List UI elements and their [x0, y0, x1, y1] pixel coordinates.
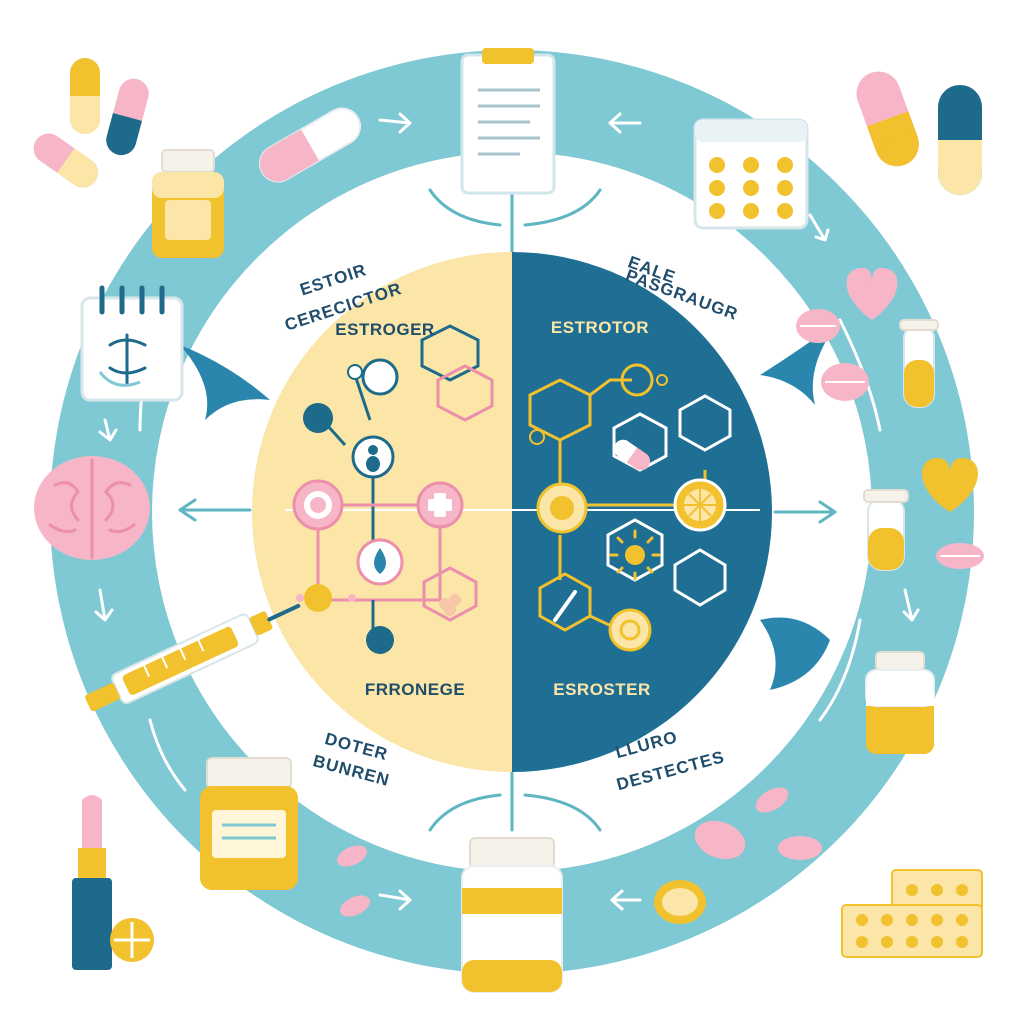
cycle-calendar-icon	[80, 285, 184, 402]
sun-icon	[536, 482, 588, 534]
coin-bottom-left	[110, 918, 154, 962]
pill-icon	[613, 439, 651, 471]
heart-yellow	[922, 458, 978, 512]
capsules-top-left	[33, 58, 149, 188]
capsules-top-right	[856, 71, 982, 195]
baby-icon	[351, 435, 395, 479]
pen-icon	[553, 590, 577, 622]
label-left-top: ESTROGER	[335, 320, 434, 339]
pill-bottle-icon	[461, 837, 563, 993]
target-icon	[292, 479, 344, 531]
right-half-progesterone	[512, 252, 772, 772]
test-tube-small	[863, 489, 909, 571]
tablet-pink-small	[936, 543, 984, 569]
capsule-large-top	[258, 107, 362, 183]
petals-bottom	[337, 787, 822, 917]
label-right-bottom: ESROSTER	[553, 680, 651, 699]
swoosh-left	[180, 345, 270, 420]
citrus-icon	[673, 478, 727, 532]
tablets-icon	[841, 869, 983, 958]
pill-calendar-icon	[693, 118, 809, 230]
coin-icon	[608, 608, 652, 652]
sunburst-icon	[609, 529, 661, 581]
left-half-estrogen	[252, 252, 512, 772]
flower-icon	[439, 594, 461, 616]
syringe-icon	[85, 603, 301, 712]
lipstick-icon	[72, 795, 112, 970]
inner-split-circle	[252, 252, 772, 772]
clipboard-icon	[460, 48, 556, 195]
drop-icon	[356, 538, 404, 586]
inner-band-lines	[178, 178, 837, 832]
left-molecule-nodes	[292, 358, 464, 654]
heart-pink	[846, 268, 898, 320]
brain-icon	[34, 456, 150, 560]
medicine-jar-top-left	[152, 149, 224, 258]
right-molecule-nodes	[529, 363, 727, 652]
swoosh-right-bottom	[760, 617, 830, 690]
label-right-top: ESTROTOR	[551, 318, 649, 337]
tablet-yellow-bottom	[654, 880, 706, 924]
tablets-pink-right	[796, 309, 869, 401]
medicine-jar-icon	[200, 757, 298, 890]
cross-icon	[416, 481, 464, 529]
test-tube-icon	[899, 319, 939, 408]
medicine-jar-right	[865, 651, 935, 754]
ring-arrows	[94, 112, 920, 911]
label-left-bottom: FRRONEGE	[365, 680, 465, 699]
